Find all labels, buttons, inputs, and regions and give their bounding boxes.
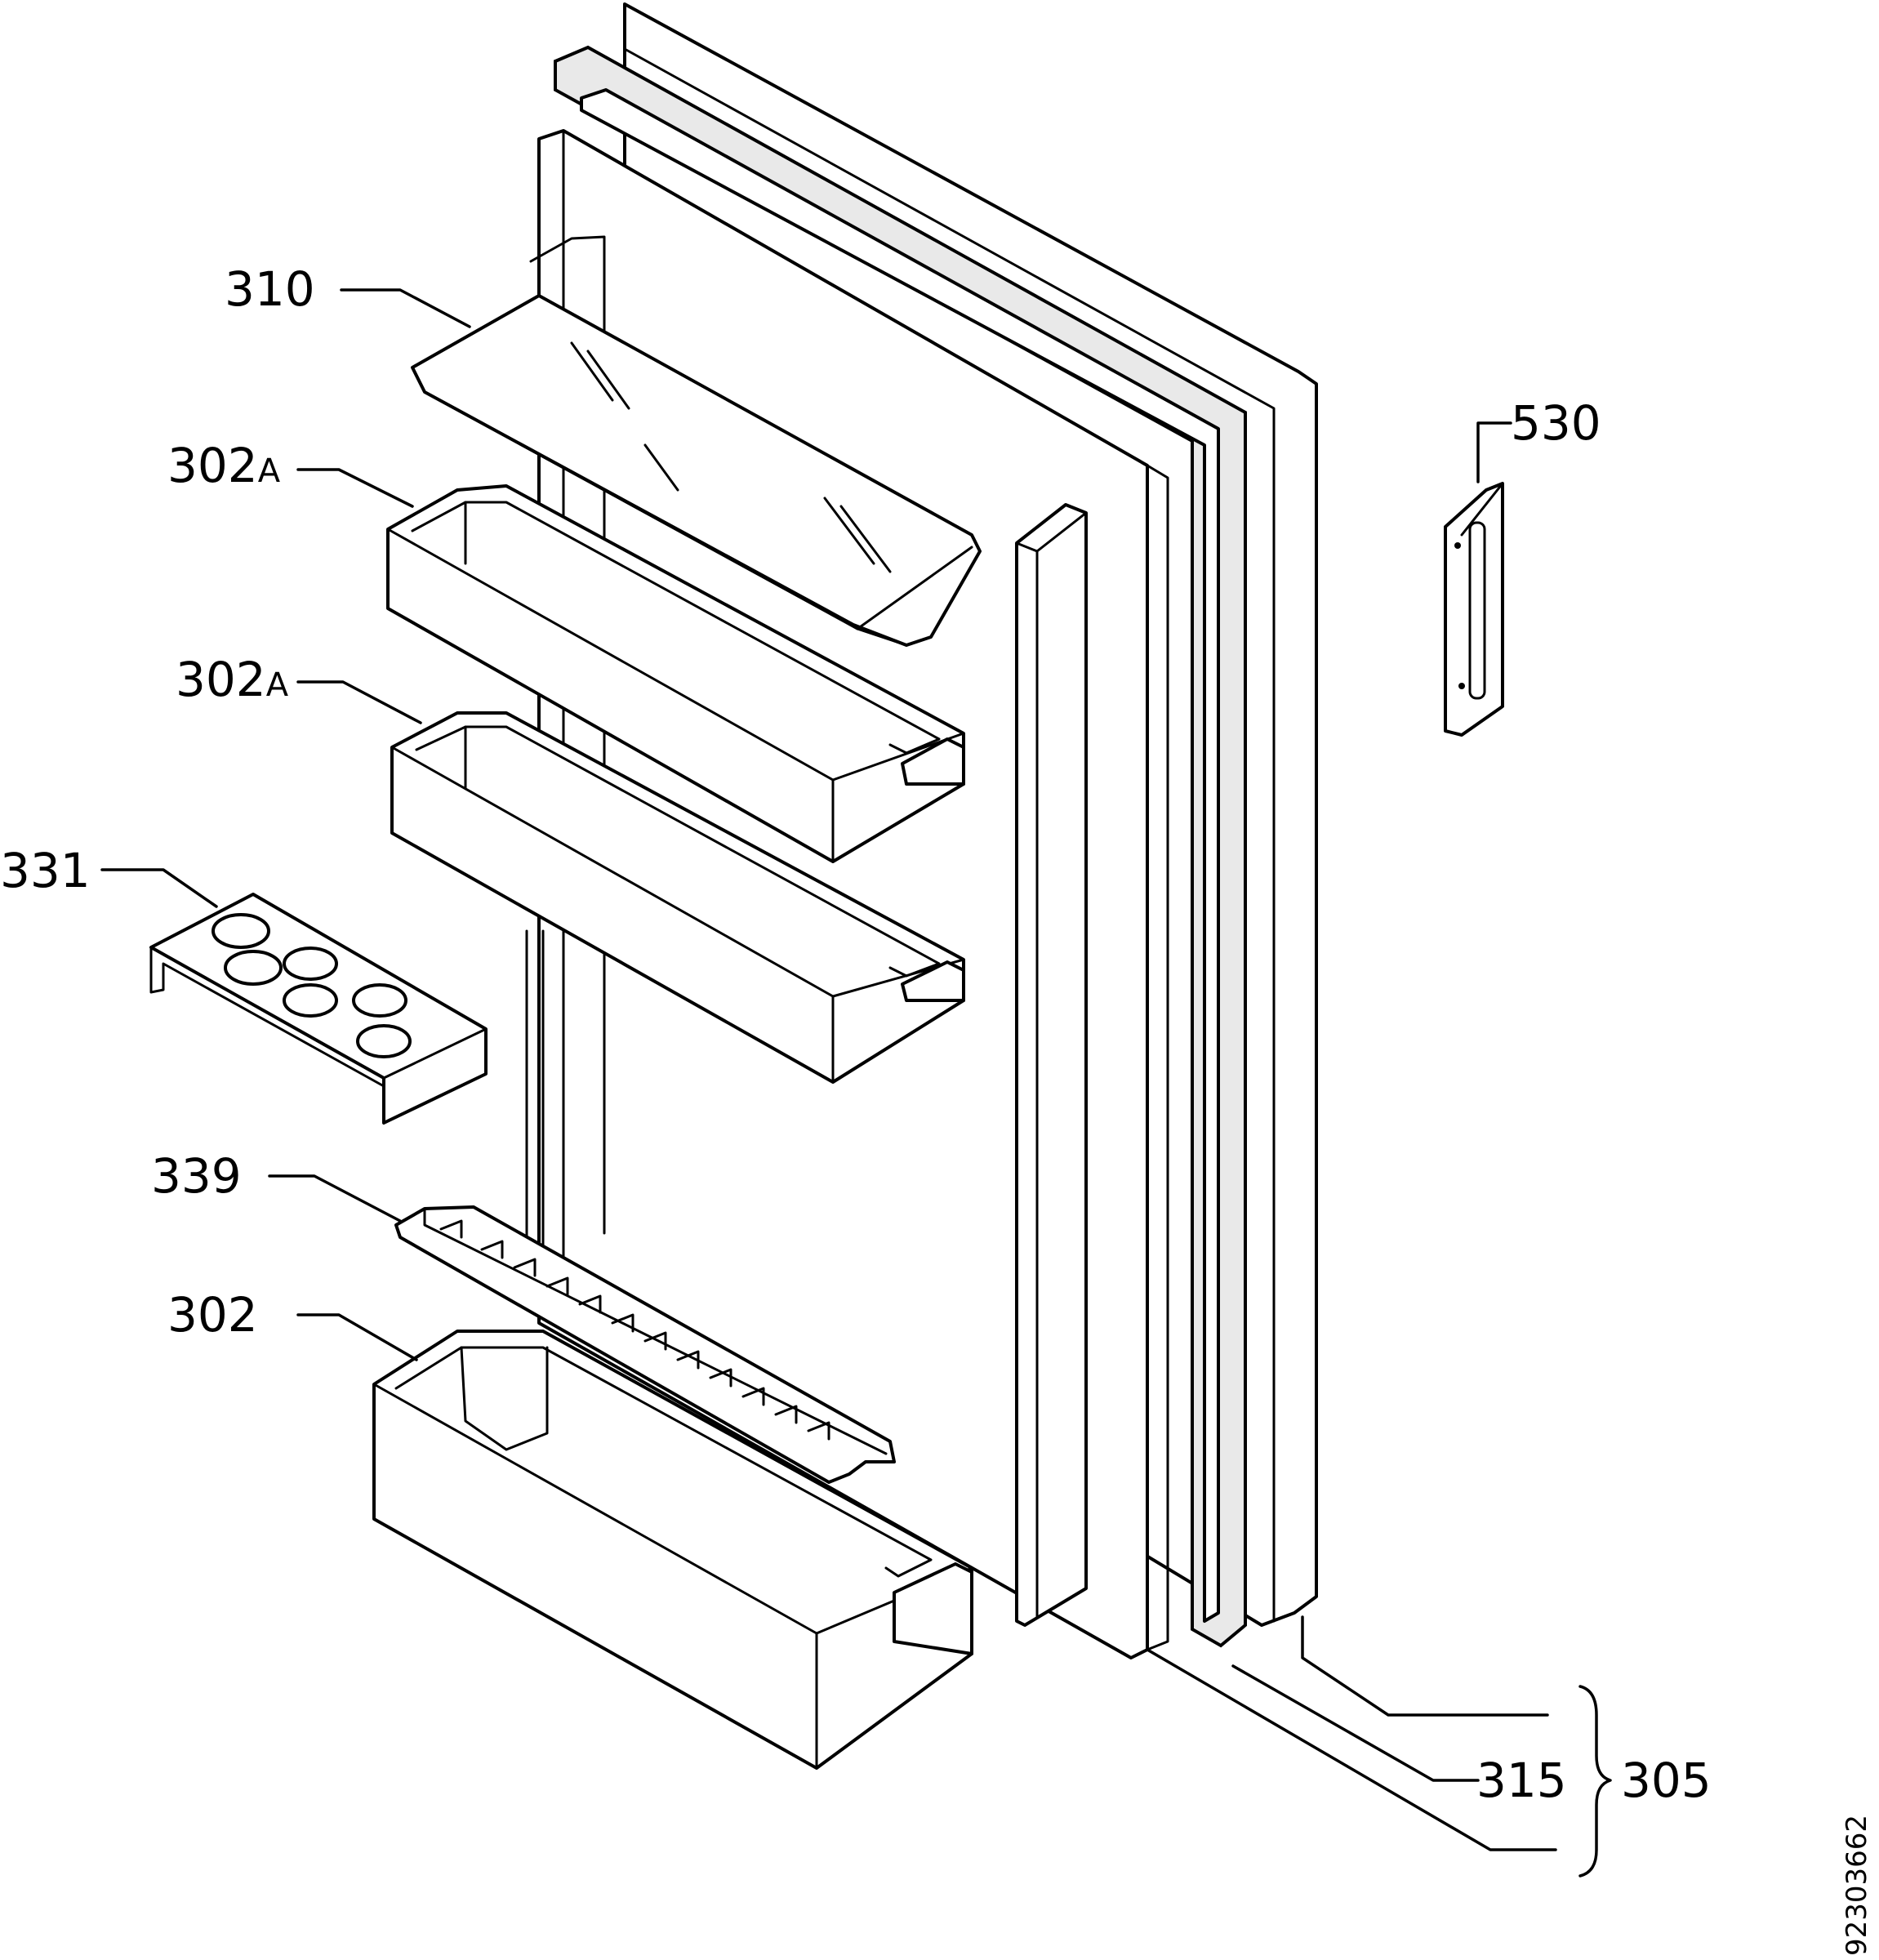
leader-331 [100,868,218,908]
brace-305 [1578,1685,1612,1878]
bottle-retainer-339 [394,1205,896,1484]
label-315: 315 [1476,1753,1567,1808]
leader-305-liner [1146,1648,1557,1851]
shelf-310 [411,294,982,647]
leader-302-bottom [296,1313,418,1361]
callout-labels: 310 302A 302A 331 339 302 530 315 305 92… [0,261,1873,1956]
document-number: 92303662 [1841,1815,1873,1956]
door-gasket [554,45,1247,1648]
label-305: 305 [1621,1753,1712,1808]
handle-530 [1444,482,1504,737]
tray-302-bottom [372,1330,973,1770]
leader-lines [100,288,1612,1878]
door-side-rail [1015,503,1088,1627]
leader-339 [268,1174,402,1223]
tray-302a-middle [390,711,965,1084]
label-339: 339 [151,1148,242,1204]
leader-302a-upper [296,468,414,508]
label-310: 310 [225,261,315,317]
tray-302a-upper [386,484,965,863]
leader-305-outer [1301,1615,1549,1717]
label-302a-middle: 302A [176,652,289,707]
label-530: 530 [1511,395,1601,451]
label-302a-upper: 302A [167,438,281,493]
leader-315 [1231,1664,1480,1782]
leader-310 [340,288,471,328]
label-302-bottom: 302 [167,1287,258,1343]
leader-302a-middle [296,680,422,724]
leader-530 [1476,421,1512,483]
label-331: 331 [0,843,91,898]
egg-rack-331 [149,893,488,1125]
